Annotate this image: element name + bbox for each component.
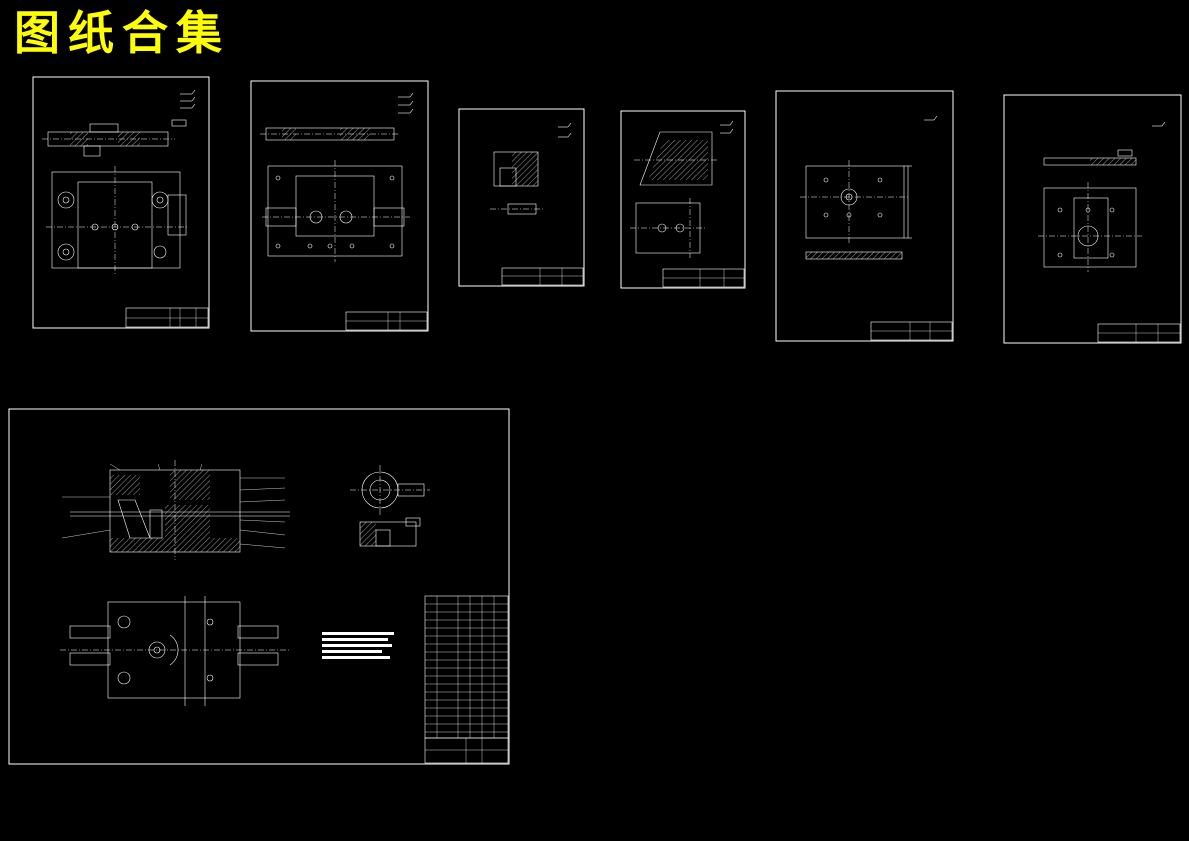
plan-view [1038, 182, 1142, 272]
drawing-sheet-5[interactable] [775, 90, 954, 342]
assembly-front-section [70, 460, 290, 560]
roughness-symbols [720, 120, 734, 134]
roughness-symbol [1152, 121, 1166, 127]
title-block [125, 307, 209, 328]
plan-view [46, 166, 188, 274]
plan-view [262, 160, 410, 262]
plan-view [630, 198, 706, 258]
assembly-plan-view [60, 596, 290, 706]
assembly-drawing-sheet[interactable] [8, 408, 510, 765]
sheet-border [8, 408, 510, 765]
collection-title: 图纸合集 [14, 6, 230, 60]
title-block [662, 268, 745, 288]
sheet-border [32, 76, 210, 329]
parts-list-table [424, 595, 509, 739]
drawing-sheet-3[interactable] [458, 108, 585, 287]
section-view [1043, 149, 1137, 166]
sheet-border [1003, 94, 1182, 344]
technical-notes [322, 632, 394, 659]
sheet-border [250, 80, 429, 332]
sheet-border [620, 110, 746, 289]
sheet-border [775, 90, 954, 342]
plate-plan-view [800, 160, 912, 244]
assembly-leader-lines [61, 463, 286, 549]
title-block [424, 737, 509, 764]
title-block [345, 311, 428, 331]
section-view [260, 127, 400, 141]
section-view [490, 151, 544, 215]
title-block [870, 321, 953, 341]
sheet-border [458, 108, 585, 287]
roughness-symbols [558, 122, 572, 138]
title-block [1097, 323, 1181, 343]
section-view [42, 119, 187, 157]
roughness-symbol [924, 115, 938, 121]
roughness-symbols [180, 89, 196, 109]
plate-side-view [805, 251, 903, 260]
drawing-sheet-1[interactable] [32, 76, 210, 329]
drawing-sheet-4[interactable] [620, 110, 746, 289]
detail-view [350, 465, 430, 547]
wedge-section-view [634, 131, 718, 186]
drawing-sheet-2[interactable] [250, 80, 429, 332]
title-block [501, 267, 584, 286]
drawing-sheet-6[interactable] [1003, 94, 1182, 344]
roughness-symbols [398, 92, 414, 114]
